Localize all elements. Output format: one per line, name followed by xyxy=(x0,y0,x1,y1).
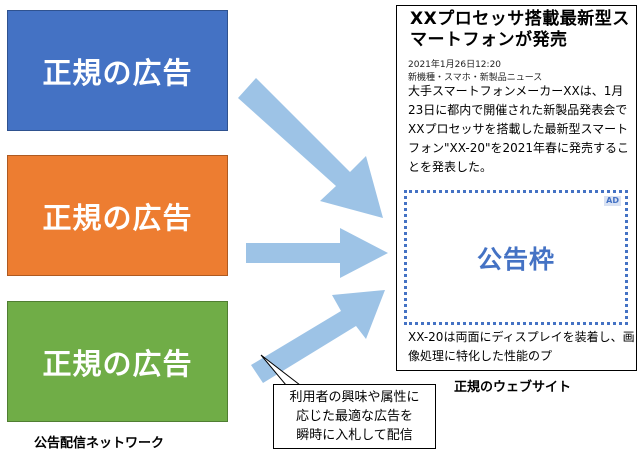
callout-box: 利用者の興味や属性に 応じた最適な広告を 瞬時に入札して配信 xyxy=(273,384,436,449)
website-caption: 正規のウェブサイト xyxy=(454,380,572,395)
ad-box-orange: 正規の広告 xyxy=(7,155,228,276)
article-body-continued: XX-20は両面にディスプレイを装着し、画像処理に特化した性能のプ xyxy=(408,330,635,363)
article-body: 大手スマートフォンメーカーXXは、1月23日に都内で開催された新製品発表会でXX… xyxy=(408,84,630,174)
callout-pointer xyxy=(260,354,301,386)
website-mockup: XXプロセッサ搭載最新型スマートフォンが発売 2021年1月26日12:20 新… xyxy=(396,5,637,371)
ad-slot-label: 公告枠 xyxy=(476,244,555,274)
ad-box-label: 正規の広告 xyxy=(42,200,193,235)
ad-marker-badge: AD xyxy=(604,196,621,206)
article-category: 新機種・スマホ・新製品ニュース xyxy=(408,73,543,83)
ad-network-caption: 公告配信ネットワーク xyxy=(34,436,165,451)
arrow-bottom xyxy=(251,290,385,383)
callout-line: 利用者の興味や属性に xyxy=(289,390,420,405)
callout-line: 応じた最適な広告を xyxy=(295,409,413,424)
ad-box-label: 正規の広告 xyxy=(42,55,193,90)
arrow-top xyxy=(238,78,383,218)
article-title: XXプロセッサ搭載最新型スマートフォンが発売 xyxy=(410,9,630,50)
ad-box-green: 正規の広告 xyxy=(7,301,228,422)
ad-box-label: 正規の広告 xyxy=(42,346,193,381)
ad-box-blue: 正規の広告 xyxy=(7,10,228,131)
ad-slot: AD 公告枠 xyxy=(404,190,628,325)
callout-line: 瞬時に入札して配信 xyxy=(296,428,413,443)
article-date: 2021年1月26日12:20 xyxy=(408,60,502,70)
arrow-middle xyxy=(246,228,388,278)
